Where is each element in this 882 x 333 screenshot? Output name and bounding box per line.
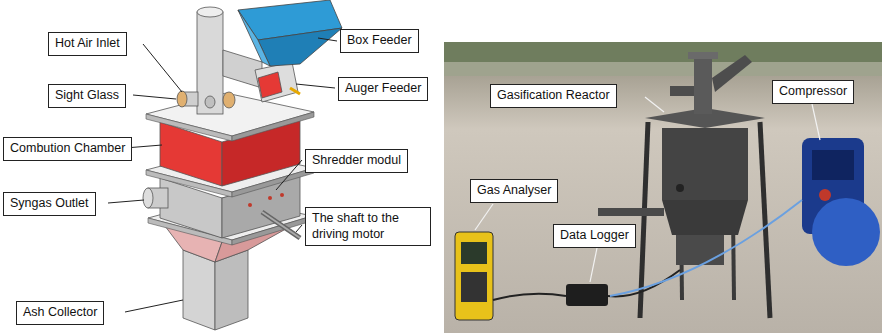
callout-label: Syngas Outlet [3, 192, 96, 216]
leader-line [108, 200, 144, 203]
setup-photo-part [662, 128, 748, 200]
reactor-schematic-part [143, 188, 153, 208]
reactor-schematic-part [255, 62, 298, 102]
label-text: Box Feeder [347, 33, 412, 49]
label-text: Hot Air Inlet [55, 36, 120, 52]
label-text: Data Logger [560, 228, 629, 244]
setup-photo-part [444, 42, 882, 76]
setup-photo-part [670, 86, 694, 96]
reactor-schematic-part [177, 91, 187, 107]
callout-label: Shredder modul [305, 149, 408, 173]
reactor-schematic-part [258, 72, 282, 98]
setup-photo-part [819, 189, 831, 201]
reactor-schematic-part [223, 50, 262, 88]
reactor-schematic-part [290, 88, 300, 94]
label-text: Sight Glass [55, 88, 119, 104]
setup-photo-part [712, 55, 752, 92]
callout-label: Combution Chamber [3, 137, 132, 161]
label-text: Syngas Outlet [10, 196, 89, 212]
setup-photo-part [461, 242, 487, 264]
setup-photo-part [566, 284, 608, 306]
label-text: Compressor [779, 84, 847, 100]
reactor-schematic-part [146, 93, 314, 136]
setup-photo [444, 42, 882, 333]
reactor-schematic-part [197, 12, 223, 114]
setup-photo-part [812, 198, 880, 266]
leader-line [276, 160, 302, 190]
label-text: Shredder modul [312, 153, 401, 169]
reactor-schematic-part [248, 203, 252, 207]
setup-photo-part [608, 270, 680, 296]
setup-photo-part [812, 150, 854, 180]
reactor-schematic-part [215, 250, 248, 330]
setup-photo-part [662, 200, 748, 235]
callout-label: Gas Analyser [470, 179, 558, 203]
setup-photo-part [676, 184, 684, 192]
setup-photo-part [760, 122, 770, 318]
reactor-schematic-part [262, 212, 300, 238]
setup-photo-part [676, 235, 724, 265]
callout-label: Sight Glass [48, 84, 126, 108]
leader-line [590, 248, 597, 282]
setup-photo-part [444, 42, 882, 333]
reactor-schematic-part [232, 112, 314, 141]
callout-label: Box Feeder [340, 29, 419, 53]
label-text: Gas Analyser [477, 183, 551, 199]
reactor-schematic-part [280, 193, 284, 197]
reactor-schematic-part [146, 114, 232, 141]
reactor-schematic-part [223, 92, 235, 108]
callout-label: Compressor [772, 80, 854, 104]
leader-lines [475, 97, 820, 282]
reactor-schematic-part [197, 7, 223, 17]
label-text: Ash Collector [23, 305, 97, 321]
reactor-schematic-part [205, 96, 215, 108]
leader-line [812, 104, 820, 140]
label-text: Combution Chamber [10, 141, 125, 157]
reactor-schematic-part [268, 196, 272, 200]
setup-photo-part [694, 58, 712, 114]
leader-line [318, 38, 337, 41]
setup-photo-part [493, 294, 566, 300]
callout-label: Ash Collector [16, 301, 104, 325]
setup-photo-part [610, 200, 802, 296]
label-text: Auger Feeder [345, 81, 421, 97]
setup-photo-part [688, 52, 718, 59]
setup-photo-part [455, 232, 493, 320]
callout-label: Auger Feeder [338, 77, 428, 101]
leader-line [645, 97, 664, 112]
leader-line [125, 300, 183, 312]
leader-lines [108, 38, 337, 312]
leader-line [296, 84, 335, 88]
reactor-schematic-part [238, 10, 270, 66]
leader-line [475, 204, 493, 230]
label-text: The shaft to the driving motor [312, 211, 424, 242]
callout-label: The shaft to the driving motor [305, 207, 431, 246]
setup-photo-part [461, 272, 487, 302]
leader-line [133, 95, 176, 99]
leader-line [143, 44, 182, 92]
callout-label: Data Logger [553, 224, 636, 248]
label-text: Gasification Reactor [497, 88, 610, 104]
leader-line [296, 225, 302, 232]
reactor-schematic-part [183, 250, 215, 330]
reactor-schematic-part [258, 28, 342, 66]
callout-label: Hot Air Inlet [48, 32, 127, 56]
reactor-schematic-part [262, 212, 300, 238]
setup-photo-part [598, 208, 664, 216]
callout-label: Gasification Reactor [490, 84, 617, 108]
setup-photo-part [444, 62, 882, 76]
